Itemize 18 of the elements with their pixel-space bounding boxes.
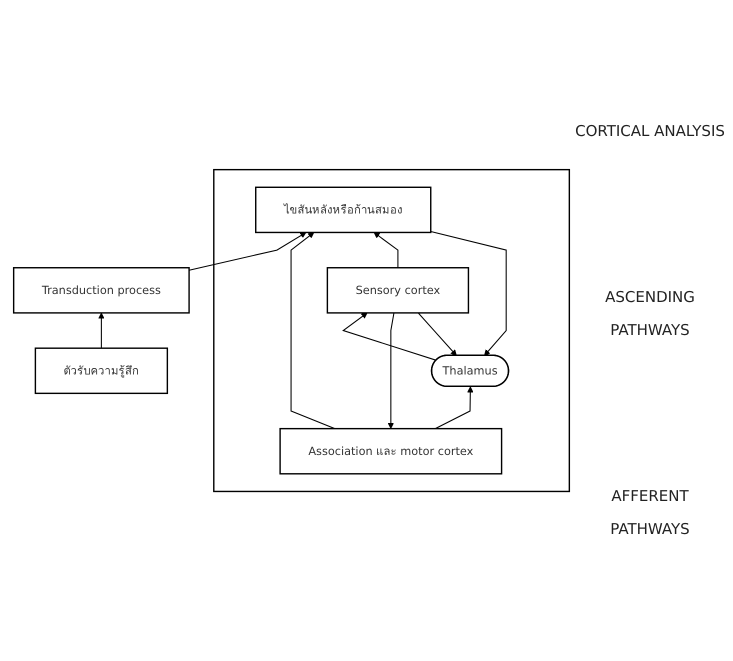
arrow [388,312,394,429]
arrow [374,232,398,268]
arrow [290,232,336,430]
node-box: Sensory cortex [326,266,470,314]
node-box: ตัวรับความรู้สึก [34,347,168,394]
node-box: ไขสันหลังหรือก้านสมอง [255,186,432,234]
arrow [188,232,306,271]
arrow [342,312,436,361]
arrow [430,230,507,356]
arrow [435,386,474,430]
arrow [98,312,104,348]
section-label: CORTICAL ANALYSIS [575,120,725,142]
node-box: Association และ motor cortex [279,428,502,474]
cluster [213,168,570,492]
section-label: ASCENDING PATHWAYS [604,286,696,341]
section-label: AFFERENT PATHWAYS [609,486,691,540]
arrow [418,312,457,356]
node-box: Transduction process [12,266,190,314]
